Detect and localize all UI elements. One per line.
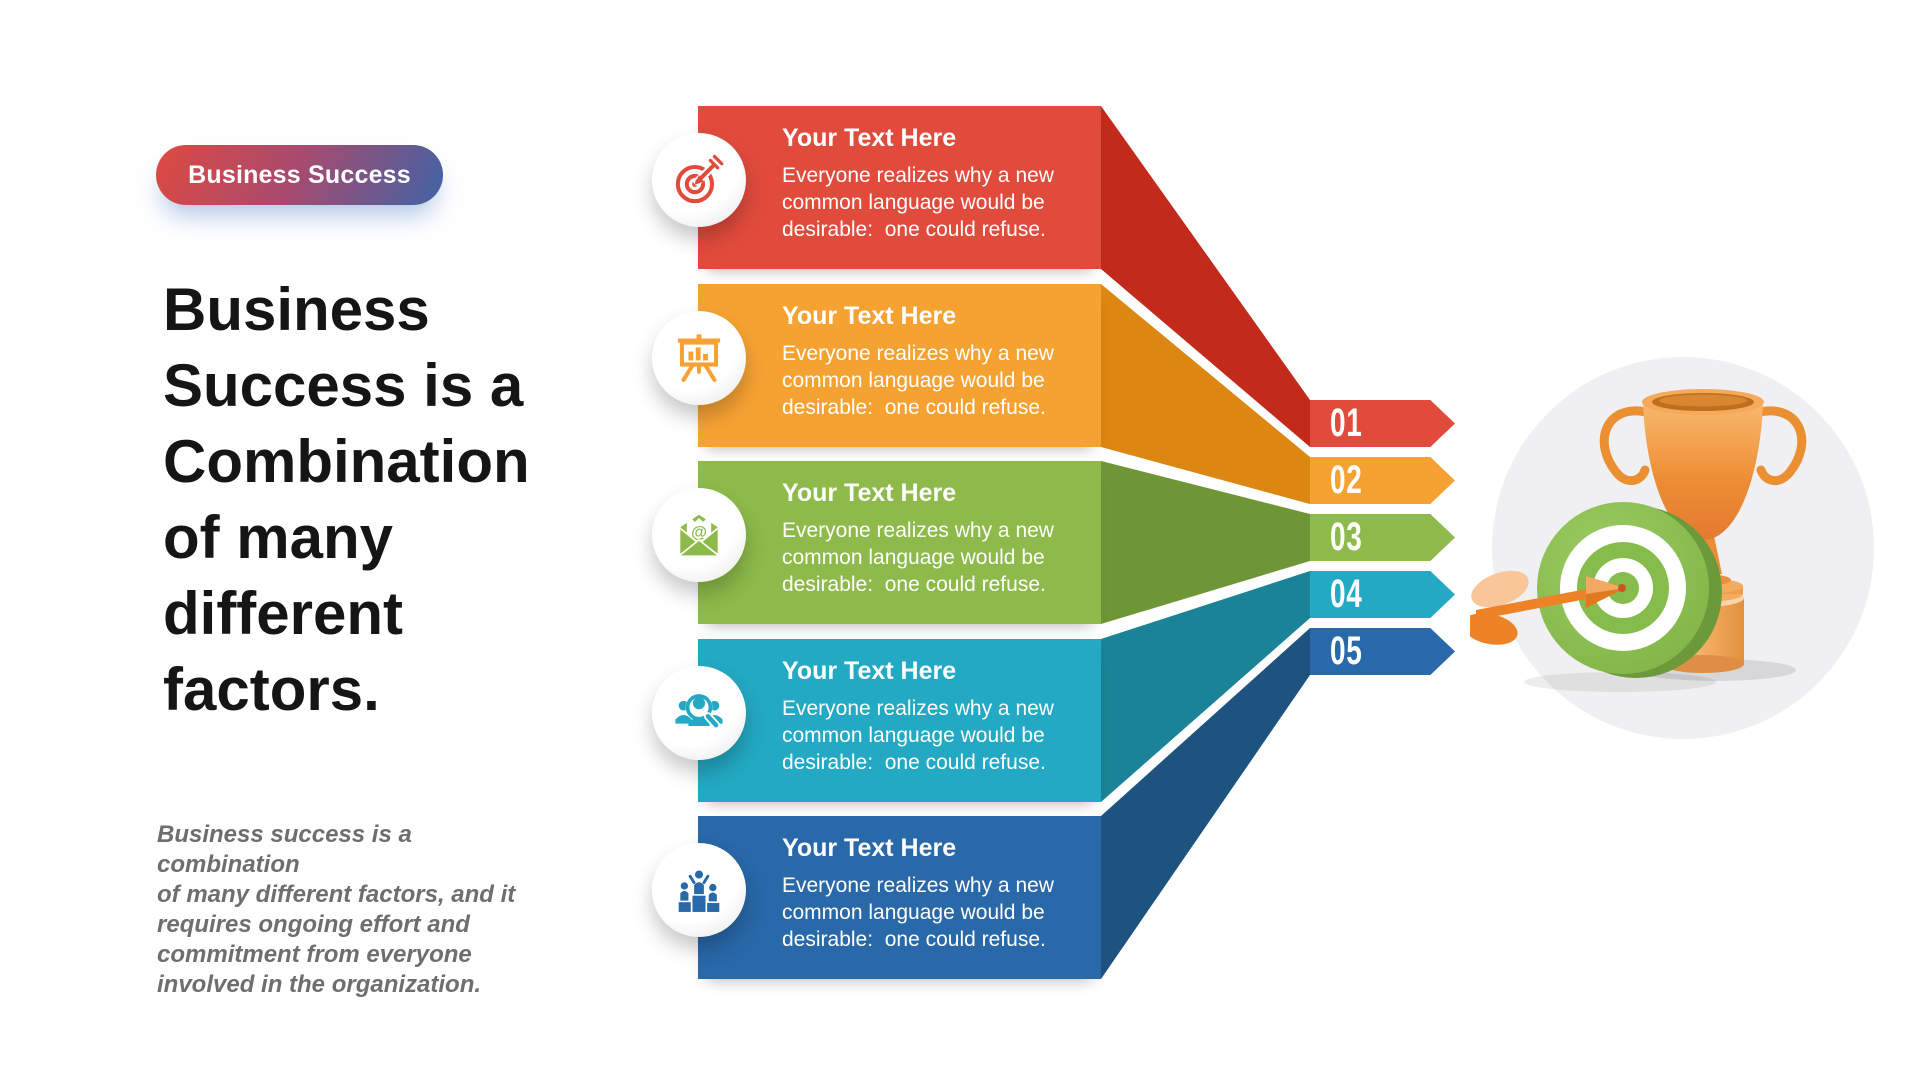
svg-text:@: @: [691, 523, 707, 541]
item-body: Everyone realizes why a new common langu…: [782, 519, 1054, 596]
item-title: Your Text Here: [782, 124, 957, 152]
funnel-segment-1: [1101, 106, 1310, 447]
tag-number: 04: [1330, 572, 1363, 616]
item-body: Everyone realizes why a new common langu…: [782, 342, 1054, 419]
tag-number: 01: [1330, 401, 1363, 445]
target-dart-icon: [675, 154, 724, 204]
icon-circle: [652, 666, 746, 760]
list-item: Your Text Here Everyone realizes why a n…: [652, 639, 1101, 802]
tag-number: 05: [1330, 629, 1363, 673]
description-text: Business success is a combination of man…: [157, 821, 516, 998]
dart-icon: [1470, 570, 1626, 645]
page-title: Business Success is a Combination of man…: [163, 276, 530, 723]
item-title: Your Text Here: [782, 834, 957, 862]
tag-number: 03: [1330, 515, 1363, 559]
item-title: Your Text Here: [782, 657, 957, 685]
icon-circle: [652, 843, 746, 937]
number-tag-02: 02: [1310, 457, 1455, 504]
number-tag-05: 05: [1310, 628, 1455, 675]
email-at-icon: @: [676, 514, 722, 557]
number-tag-01: 01: [1310, 400, 1455, 447]
item-body: Everyone realizes why a new common langu…: [782, 697, 1054, 774]
list-item: @ Your Text Here Everyone realizes why a…: [652, 461, 1101, 624]
funnel-segment-3: [1101, 461, 1310, 624]
tag-number: 02: [1330, 458, 1363, 502]
list-item: Your Text Here Everyone realizes why a n…: [652, 284, 1101, 447]
title-badge-label: Business Success: [188, 160, 411, 189]
list-item: Your Text Here Everyone realizes why a n…: [652, 106, 1101, 269]
item-title: Your Text Here: [782, 479, 957, 507]
number-tag-04: 04: [1310, 571, 1455, 618]
funnel-segment-4: [1101, 571, 1310, 802]
number-tag-03: 03: [1310, 514, 1455, 561]
icon-circle: [652, 133, 746, 227]
icon-circle: [652, 311, 746, 405]
winner-podium-icon: [677, 870, 721, 914]
icon-circle: @: [652, 488, 746, 582]
funnel-segment-2: [1101, 284, 1310, 504]
presentation-chart-icon: [677, 334, 721, 382]
title-badge: Business Success: [156, 145, 443, 205]
list-item: Your Text Here Everyone realizes why a n…: [652, 816, 1101, 979]
funnel-segment-5: [1101, 628, 1310, 979]
item-title: Your Text Here: [782, 302, 957, 330]
item-body: Everyone realizes why a new common langu…: [782, 164, 1054, 241]
people-search-icon: [675, 693, 723, 730]
trophy-and-target-illustration: [1470, 357, 1874, 739]
item-body: Everyone realizes why a new common langu…: [782, 874, 1054, 951]
